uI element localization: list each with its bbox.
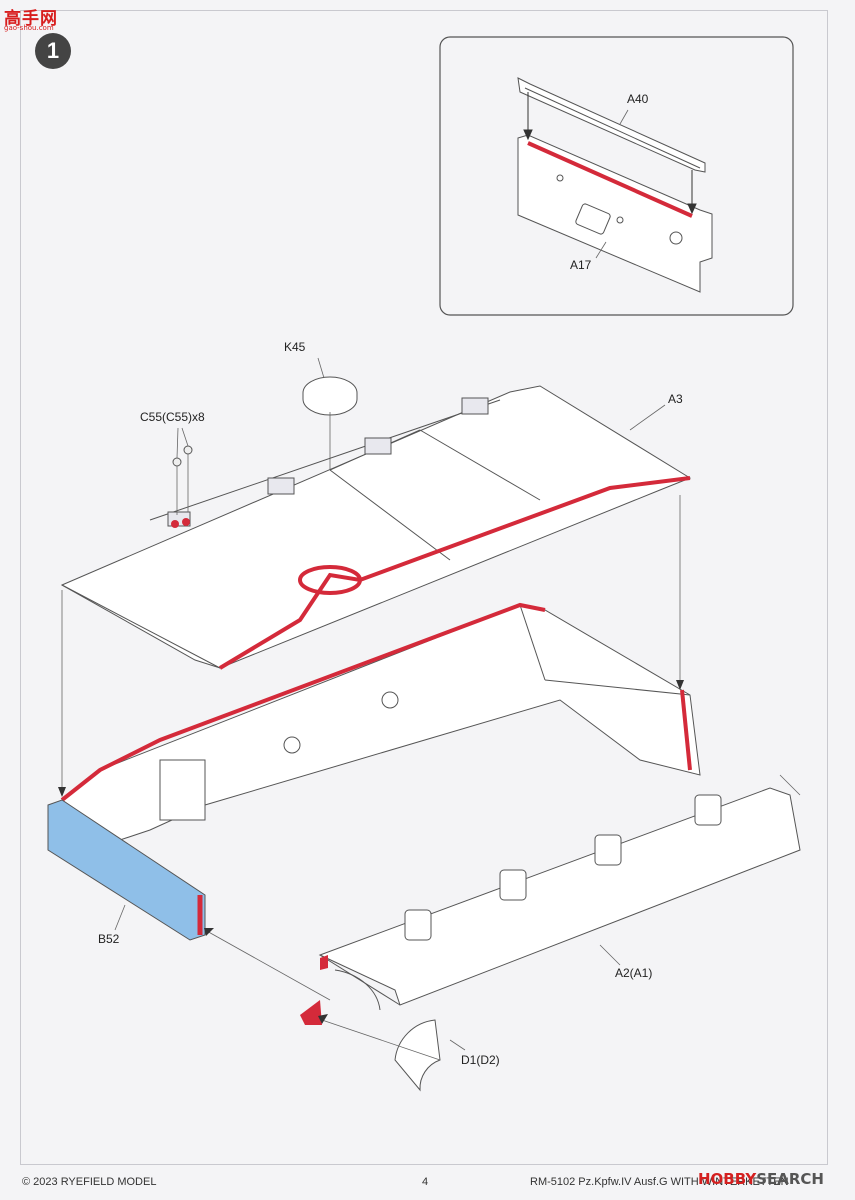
part-c55 [172,445,193,467]
watermark-text: 高手网 [4,9,58,28]
footer-product: RM-5102 Pz.Kpfw.IV Ausf.G WITH WINTERKET… [530,1176,789,1188]
label-a40: A40 [627,92,649,106]
part-k45 [302,376,358,416]
label-b52: B52 [98,932,120,946]
hobbysearch-suffix: SEARCH [756,1170,824,1188]
glue-line-a17 [527,141,693,218]
part-a40 [517,77,706,173]
inset-detail-box [439,36,794,316]
footer-copyright: © 2023 RYEFIELD MODEL [22,1176,157,1188]
hobbysearch-logo: HOBBYSEARCH [698,1170,824,1188]
part-a17 [517,134,713,293]
glue-mark-a2 [320,955,328,970]
glue-mark-d1 [300,1000,322,1025]
part-a3-upper-hull [60,385,692,669]
glue-ring-k45 [298,565,362,595]
part-a2-side-hull [318,787,801,1006]
glue-line-rear [680,689,692,771]
part-lower-hull-frame [61,604,701,841]
label-k45: K45 [284,340,306,354]
label-a2: A2(A1) [615,966,653,980]
label-c55: C55(C55)x8 [140,410,205,424]
part-b52 [47,799,206,941]
hobbysearch-brand: HOBBY [698,1170,757,1188]
c55-glue-marks [171,518,190,528]
label-a17: A17 [570,258,592,272]
glue-line-lower-hull [60,602,546,802]
watermark-logo: 高手网 gao-shou.com [4,4,68,34]
page-frame [20,10,828,1165]
part-d1 [394,1019,441,1092]
footer-page-number: 4 [422,1176,429,1188]
watermark-url: gao-shou.com [4,24,54,32]
label-d1: D1(D2) [461,1053,500,1067]
step-number-badge: 1 [35,33,71,69]
glue-line-a3 [218,476,691,670]
label-a3: A3 [668,392,683,406]
